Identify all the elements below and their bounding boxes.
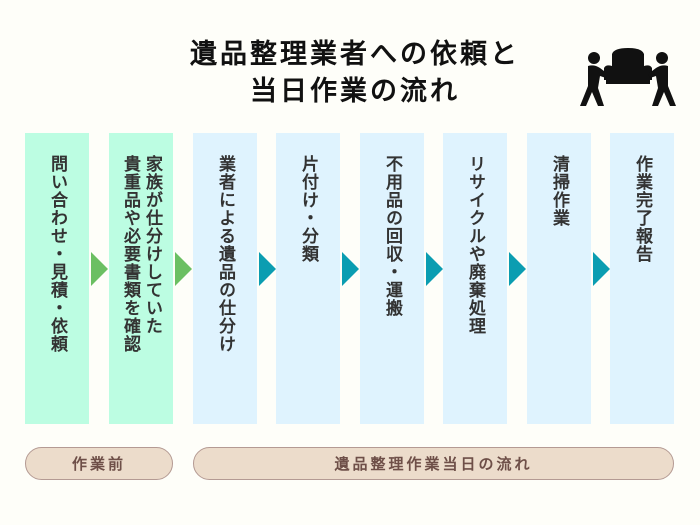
page-title: 遺品整理業者への依頼と 当日作業の流れ	[130, 36, 580, 110]
arrow-right-icon	[91, 252, 108, 286]
arrow-right-icon	[509, 252, 526, 286]
step-label: 作業完了報告	[632, 155, 652, 263]
step-label: 家族が仕分けしていた 貴重品や必要書類を確認	[120, 155, 162, 353]
step-label: リサイクルや廃棄処理	[465, 155, 485, 335]
movers-carrying-sofa-icon	[580, 48, 676, 106]
step-collection: 不用品の回収・運搬	[360, 133, 424, 424]
step-recycling: リサイクルや廃棄処理	[443, 133, 507, 424]
step-completion-report: 作業完了報告	[610, 133, 674, 424]
arrow-right-icon	[593, 252, 610, 286]
step-label: 不用品の回収・運搬	[382, 155, 402, 317]
step-label: 業者による遺品の仕分け	[215, 155, 235, 353]
step-tidying: 片付け・分類	[276, 133, 340, 424]
step-inquiry-estimate: 問い合わせ・見積・依頼	[25, 133, 89, 424]
step-label: 問い合わせ・見積・依頼	[47, 155, 67, 353]
step-confirm-valuables: 家族が仕分けしていた 貴重品や必要書類を確認	[109, 133, 173, 424]
arrow-right-icon	[175, 252, 192, 286]
arrow-right-icon	[426, 252, 443, 286]
step-cleaning: 清掃作業	[527, 133, 591, 424]
title-line-1: 遺品整理業者への依頼と	[190, 39, 520, 70]
step-label: 片付け・分類	[298, 155, 318, 263]
phase-before-label: 作業前	[25, 447, 173, 480]
phase-day-label: 遺品整理作業当日の流れ	[193, 447, 674, 480]
arrow-right-icon	[259, 252, 276, 286]
title-line-2: 当日作業の流れ	[250, 76, 460, 107]
arrow-right-icon	[342, 252, 359, 286]
step-sorting: 業者による遺品の仕分け	[193, 133, 257, 424]
step-label: 清掃作業	[549, 155, 569, 227]
